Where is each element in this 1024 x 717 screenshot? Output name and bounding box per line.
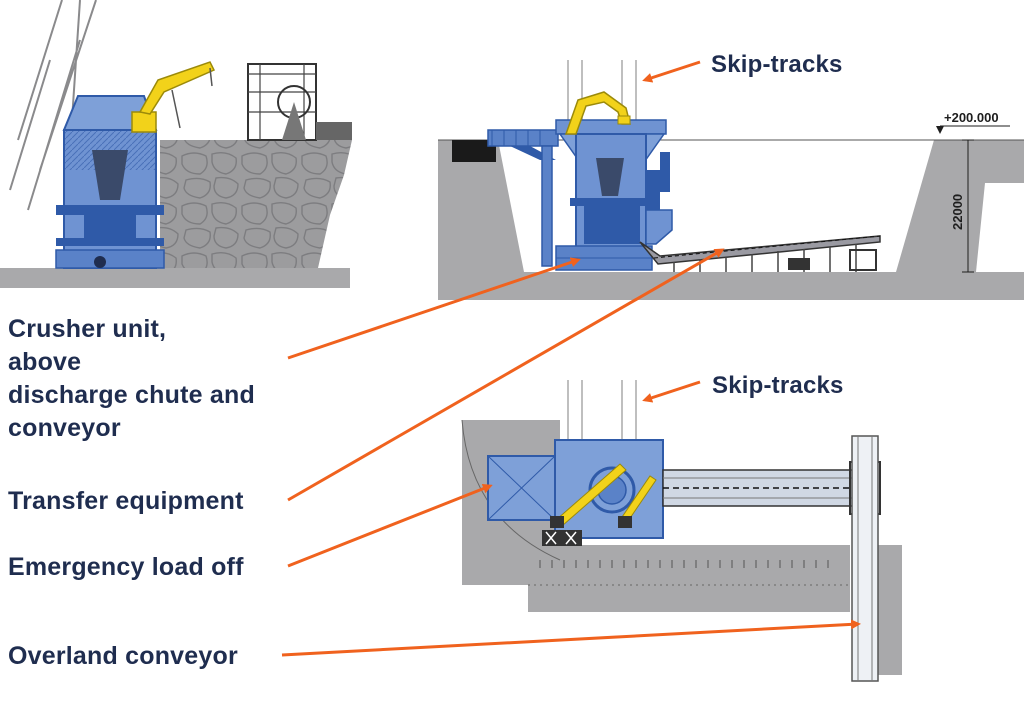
elevation-label: +200.000 [944, 110, 999, 125]
rock-wall [160, 140, 352, 268]
plan-ruler-ticks [539, 560, 829, 568]
arrow-overland-conveyor [281, 619, 861, 657]
arrow-transfer-equipment [287, 248, 725, 502]
label-crusher-unit-line-3: discharge chute and [8, 381, 255, 409]
dump-block [452, 140, 496, 162]
label-crusher-unit: Crusher unit, above discharge chute and … [8, 313, 255, 445]
label-skip-tracks-top: Skip-tracks [711, 51, 843, 78]
arrow-skip-tracks-top [642, 60, 701, 83]
label-overland-conveyor: Overland conveyor [8, 642, 238, 670]
arrow-crusher-unit [287, 257, 581, 360]
discharge-belt-conveyor [639, 235, 881, 272]
skip-track-lines-top [567, 60, 637, 122]
label-skip-tracks-bottom: Skip-tracks [712, 372, 844, 399]
label-transfer-equipment: Transfer equipment [8, 487, 244, 515]
left-yellow-crane [131, 61, 216, 133]
arrow-skip-tracks-bottom [642, 380, 701, 403]
elevation-marker: +200.000 [936, 110, 1010, 134]
right-yellow-crane [564, 91, 631, 135]
right-section-view: +200.000 22000 [438, 60, 1024, 300]
mast-lattice [9, 0, 97, 211]
plan-overland-conveyor [851, 435, 879, 682]
left-section-view [0, 0, 352, 288]
arrow-emergency-load-off [287, 483, 493, 568]
skip-track-lines-bottom [567, 380, 637, 440]
callout-arrows [281, 60, 861, 657]
depth-label: 22000 [950, 194, 965, 230]
right-crusher-structure [555, 119, 673, 271]
plan-view [461, 380, 902, 682]
plan-yellow-cranes [550, 463, 657, 528]
pit-ground-profile [438, 140, 1024, 300]
plan-conveyor-gallery [662, 461, 881, 515]
label-crusher-unit-line-1: Crusher unit, [8, 315, 167, 343]
label-emergency-load-off: Emergency load off [8, 553, 244, 581]
depth-dimension: 22000 [950, 139, 974, 273]
plan-crusher-building [487, 439, 664, 546]
ground-strip-left [0, 268, 350, 288]
left-skip-hoist [247, 63, 352, 141]
label-crusher-unit-line-4: conveyor [8, 414, 121, 442]
label-crusher-unit-line-2: above [8, 348, 82, 376]
dump-bridge [487, 129, 559, 267]
